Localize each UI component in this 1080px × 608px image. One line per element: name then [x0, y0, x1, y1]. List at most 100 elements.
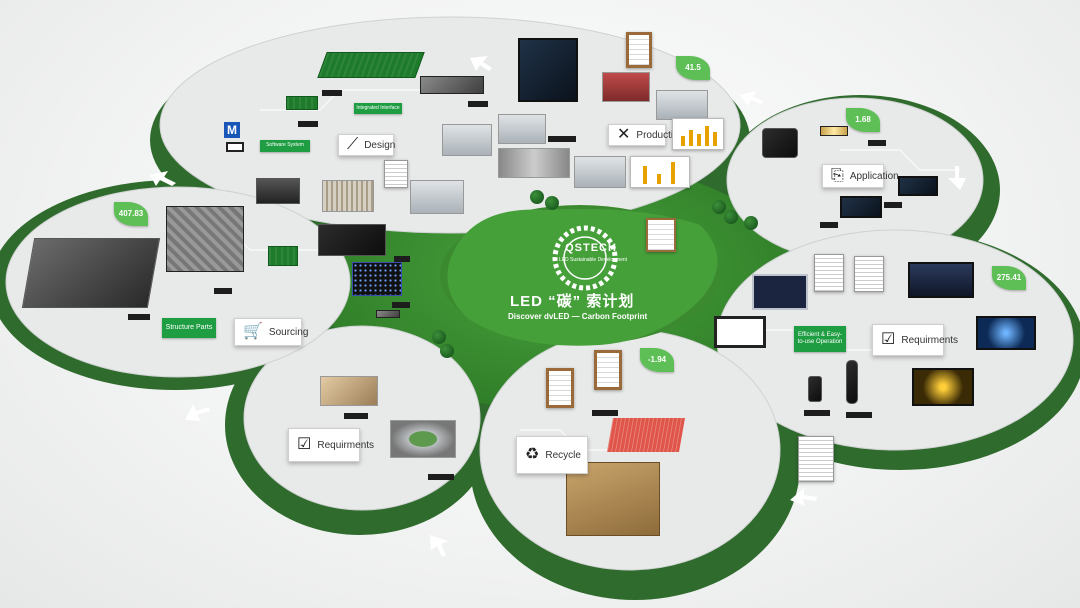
factory-photo: [656, 90, 708, 120]
frame-structure-image: [166, 206, 244, 272]
led-cabinet-image: [21, 238, 161, 308]
pcb-board-image: [317, 52, 425, 78]
part-tag: [322, 90, 342, 96]
tree-icon: [712, 200, 726, 214]
document-image: [814, 254, 844, 292]
monitor-image: [226, 142, 244, 152]
certificate-image: [594, 350, 622, 390]
controller-image: [762, 128, 798, 158]
part-tag: [884, 202, 902, 208]
led-tile-image: [318, 224, 386, 256]
part-tag: [804, 410, 830, 416]
warehouse-photo: [410, 180, 464, 214]
part-tag: [298, 121, 318, 127]
server-room-photo: [498, 148, 570, 178]
stage-design[interactable]: ⟋ Design: [338, 134, 396, 156]
document-image: [798, 436, 834, 482]
remote-image: [846, 360, 858, 404]
tree-icon: [724, 210, 738, 224]
pcb-board-image: [268, 246, 298, 266]
chart-image: [630, 156, 690, 188]
lab-photo: [498, 114, 546, 144]
stage-requirements-right[interactable]: ☑ Requirments: [872, 324, 958, 356]
display-screen-image: [518, 38, 578, 102]
checklist-icon: ☑: [297, 436, 312, 453]
carbon-leaf-left: 407.83: [114, 202, 148, 226]
stage-production-label: Production: [636, 129, 685, 141]
tablet-image: [714, 316, 766, 348]
stage-production[interactable]: ✕ Production: [608, 124, 684, 146]
tree-icon: [432, 330, 446, 344]
stage-requirements-left[interactable]: ☑ Requirments: [288, 428, 374, 462]
stage-structure-label: Structure Parts: [165, 324, 213, 332]
recycle-icon: ♻: [525, 446, 540, 463]
anechoic-room-photo: [322, 180, 374, 212]
tablet-image: [840, 196, 882, 218]
cardboard-box-image: [566, 462, 660, 536]
stage-requirements-left-label: Requirments: [317, 439, 375, 451]
tree-icon: [530, 190, 544, 204]
part-tag: [868, 140, 886, 146]
checklist-icon: ☑: [881, 331, 896, 348]
part-tag: [428, 474, 454, 480]
led-module-image: [352, 262, 402, 296]
structure-parts-tag[interactable]: Structure Parts: [162, 318, 216, 338]
logo-emblem: [552, 225, 618, 291]
stage-recycle-label: Recycle: [545, 449, 581, 461]
carbon-value: 41.5: [685, 63, 701, 72]
chip-screen-image: [976, 316, 1036, 350]
phone-image: [808, 376, 822, 402]
tree-icon: [744, 216, 758, 230]
stage-recycle[interactable]: ♻ Recycle: [516, 436, 588, 474]
carbon-value: 407.83: [118, 209, 144, 218]
factory-photo: [602, 72, 650, 102]
certificate-image: [546, 368, 574, 408]
cleanroom-photo: [574, 156, 626, 188]
page-title: LED “碳” 索计划: [510, 293, 635, 310]
carbon-leaf-right-top: 1.68: [846, 108, 880, 132]
carbon-leaf-right: 275.41: [992, 266, 1026, 290]
document-image: [384, 160, 408, 188]
control-panel-image: [752, 274, 808, 310]
part-tag: [128, 314, 150, 320]
display-screen-image: [912, 368, 974, 406]
efficient-operation-tag: Efficient & Easy-to-use Operation: [794, 326, 846, 352]
floorplan-photo: [320, 376, 378, 406]
carbon-value: -1.94: [647, 355, 667, 364]
part-tag: [214, 288, 232, 294]
stage-sourcing[interactable]: 🛒 Sourcing: [234, 318, 308, 346]
stage-sourcing-label: Sourcing: [268, 326, 309, 338]
cms-logo-icon: M: [224, 122, 240, 138]
part-tag: [592, 410, 618, 416]
part-tag: [468, 101, 488, 107]
app-icon: ⎘: [831, 167, 844, 184]
carbon-leaf-top: 41.5: [676, 56, 710, 80]
stadium-photo: [390, 420, 456, 458]
tree-icon: [440, 344, 454, 358]
part-tag: [846, 412, 872, 418]
part-tag: [548, 136, 576, 142]
part-tag: [344, 413, 368, 419]
pcb-board-image: [286, 96, 318, 110]
logo-subtitle: LED Sustainable Development: [558, 257, 628, 263]
carbon-leaf-bottom: -1.94: [640, 348, 674, 372]
certificate-image: [626, 32, 652, 68]
tools-icon: ✕: [617, 126, 631, 143]
document-image: [854, 256, 884, 292]
design-pen-icon: ⟋: [347, 136, 359, 153]
display-screen-image: [908, 262, 974, 298]
stage-application-label: Application: [849, 170, 899, 182]
logo-text: QSTECH: [565, 242, 617, 254]
component-image: [820, 126, 848, 136]
carbon-value: 275.41: [996, 273, 1022, 282]
integrated-interface-tag: Integrated Interface: [354, 103, 402, 114]
cart-icon: 🛒: [243, 323, 263, 340]
stage-design-label: Design: [364, 139, 396, 151]
part-tag: [394, 256, 410, 262]
certificate-image: [646, 218, 676, 252]
carbon-value: 1.68: [855, 115, 871, 124]
recycled-tray-image: [607, 418, 685, 452]
stage-application[interactable]: ⎘ Application: [822, 164, 899, 188]
software-system-tag: Software System: [260, 140, 310, 152]
